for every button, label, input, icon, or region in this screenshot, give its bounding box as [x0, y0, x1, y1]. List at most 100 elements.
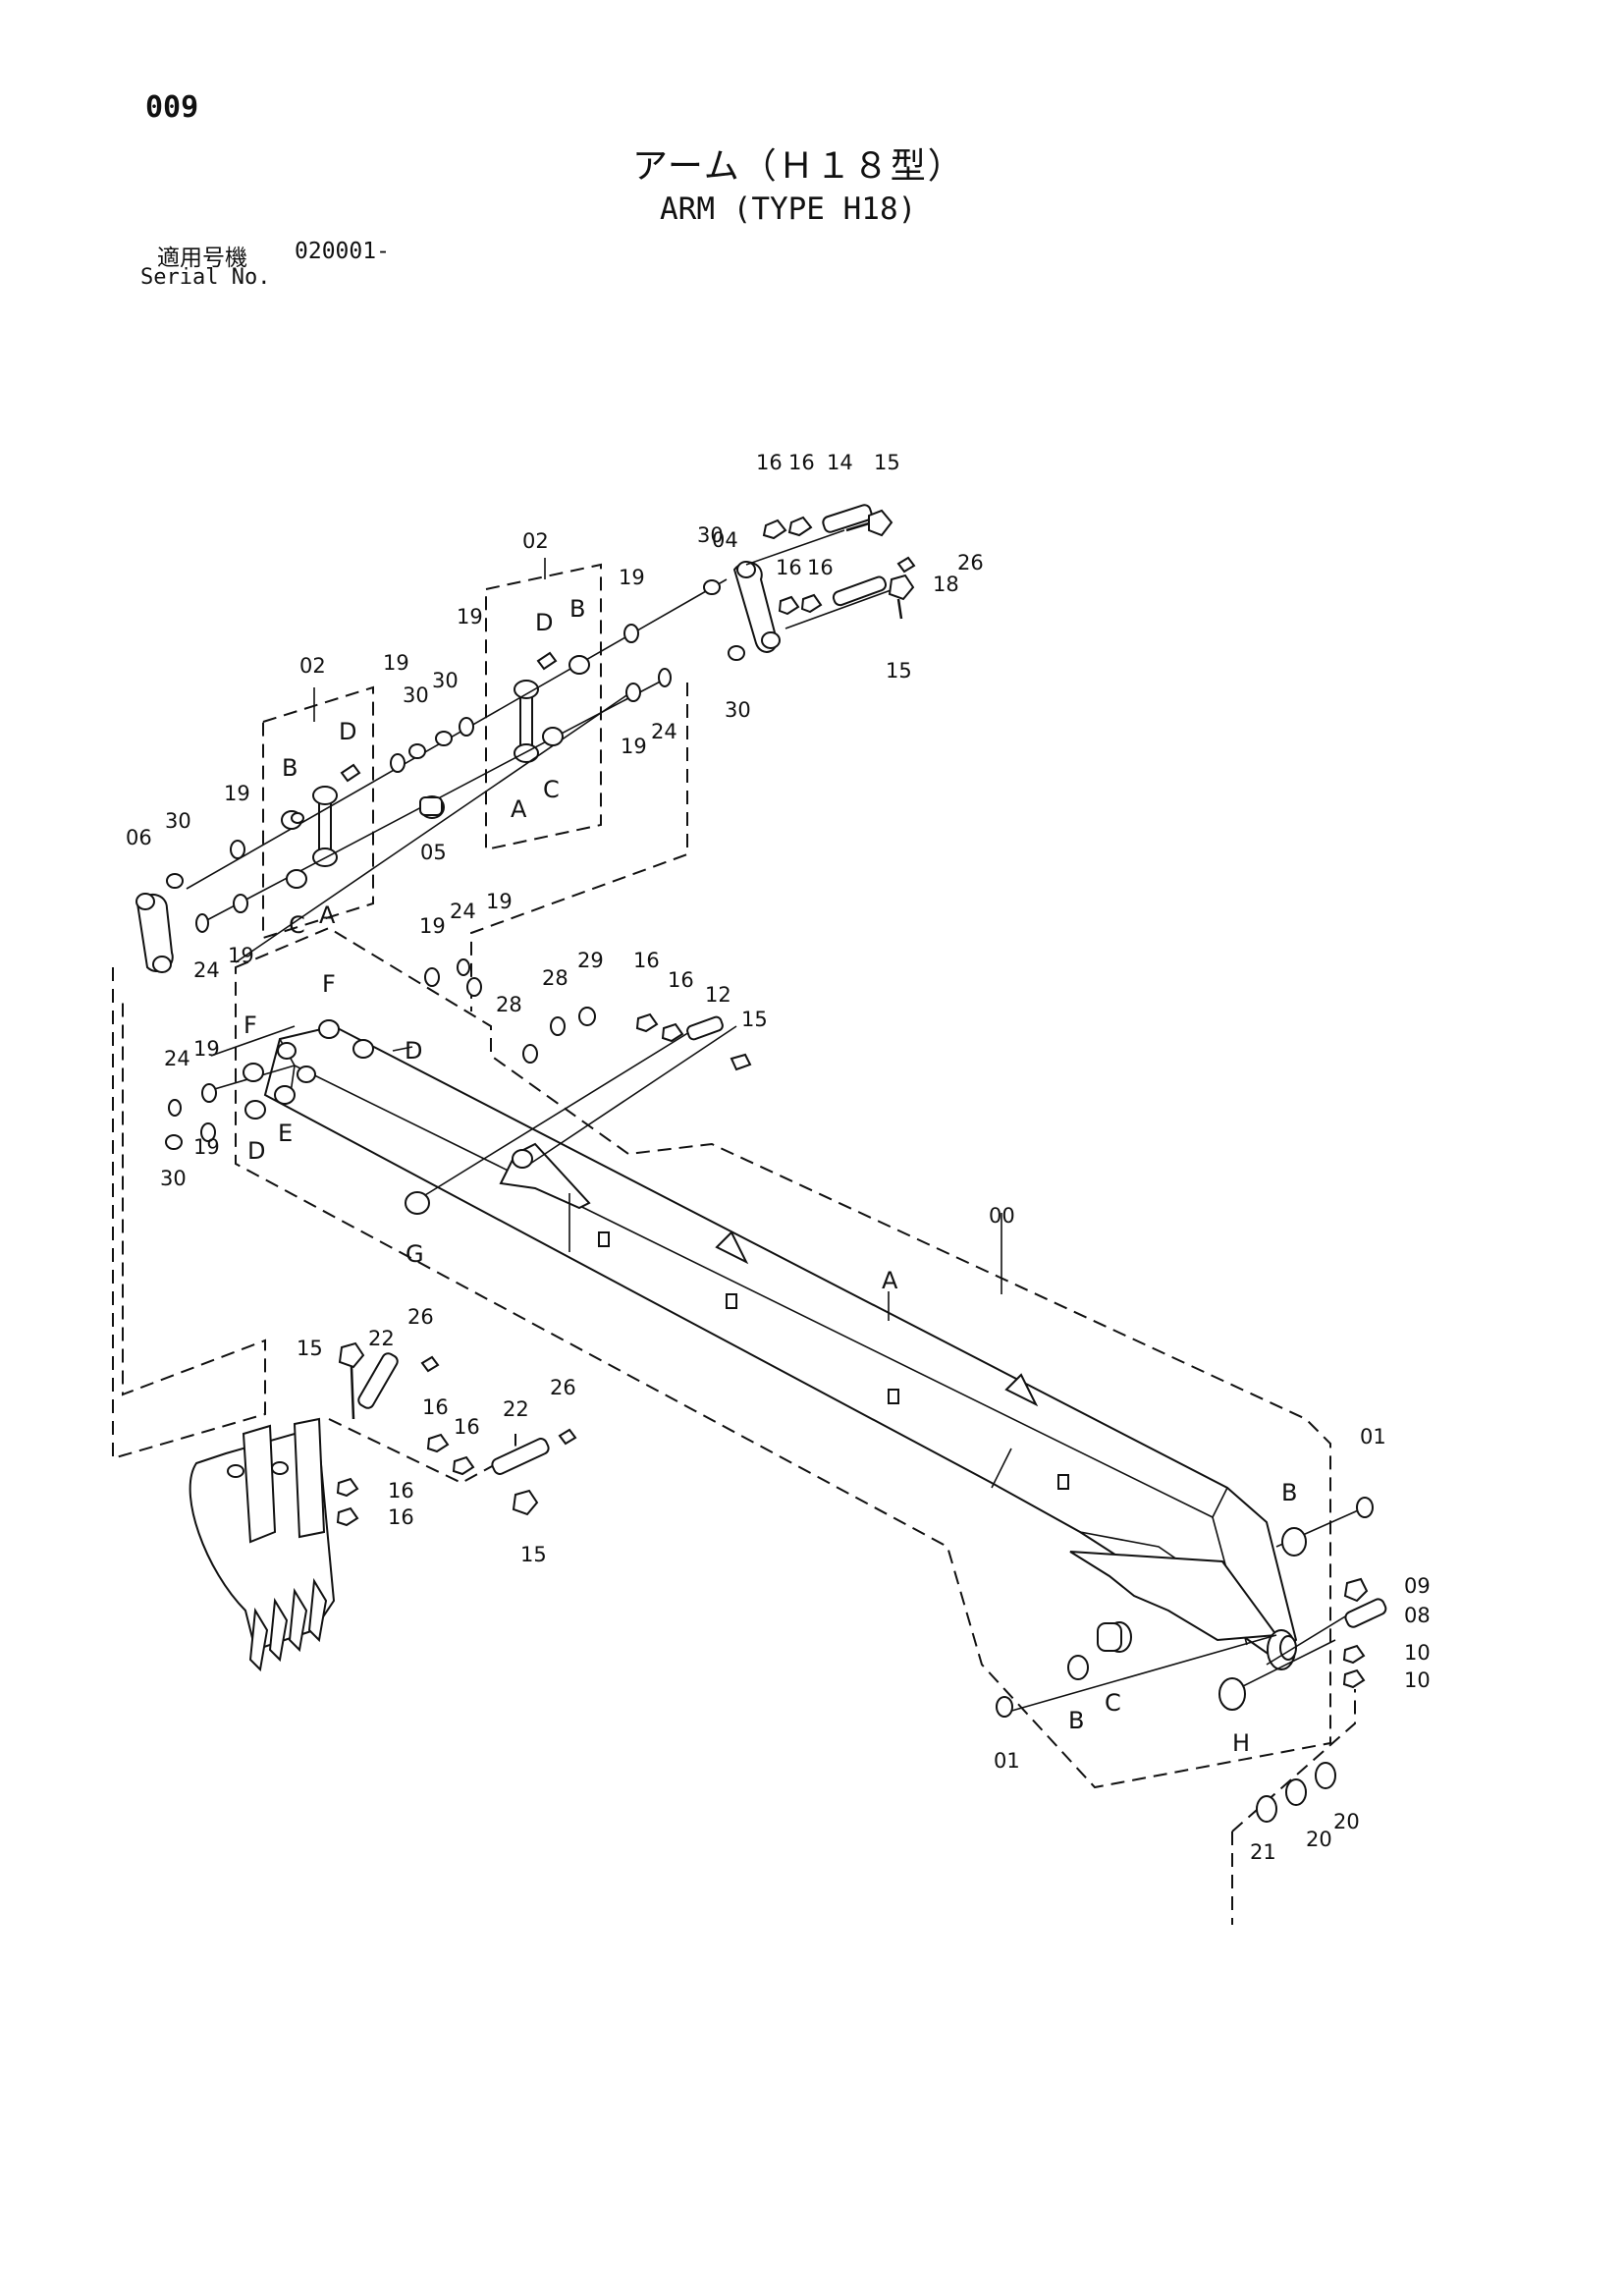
bushing-05: [419, 795, 445, 819]
callout-30-b: 30: [403, 683, 429, 707]
link-02-right: [514, 680, 539, 763]
washer-19-c: [390, 753, 406, 773]
washer-30-b: [408, 743, 426, 759]
callout-00: 00: [989, 1204, 1015, 1228]
group-02-right-boundary: [485, 563, 602, 851]
callout-19-c: 19: [383, 651, 409, 675]
bushing-f-top: [318, 1019, 340, 1039]
callout-15-top: 15: [874, 451, 900, 474]
nut-16-arm-a: [635, 1012, 659, 1033]
serial-number-value: 020001-: [295, 239, 390, 264]
label-D-right: D: [535, 609, 553, 636]
axis-g-pin: [411, 1020, 708, 1204]
washer-30-d: [703, 579, 721, 595]
pin-22-a: [357, 1352, 399, 1409]
callout-01-end: 01: [1360, 1425, 1386, 1449]
callout-22-a: 22: [368, 1327, 395, 1350]
label-D-left: D: [339, 718, 356, 745]
group-02-left-boundary: [262, 685, 374, 940]
callout-30-c: 30: [432, 669, 459, 692]
callout-16-mid-b: 16: [807, 556, 834, 579]
callout-16-top-a: 16: [756, 451, 783, 474]
callout-04: 04: [712, 528, 738, 552]
nut-10-b: [1342, 1668, 1366, 1689]
bolt-15-bracket-b: [512, 1489, 539, 1516]
callout-08: 08: [1404, 1604, 1431, 1627]
bushing-c-foot: [1097, 1621, 1132, 1653]
leader-D-top: [392, 1046, 413, 1052]
bushing-c-right: [542, 727, 564, 746]
label-F-top: F: [322, 970, 336, 998]
grease-26-top: [896, 556, 916, 574]
callout-19-g: 19: [419, 914, 446, 938]
grease-26-a: [420, 1355, 440, 1373]
label-C-right: C: [543, 776, 560, 803]
axis-foot-pin: [1001, 1634, 1277, 1715]
callout-16-top-b: 16: [788, 451, 815, 474]
callout-15-arm: 15: [741, 1008, 768, 1031]
washer-19-j: [200, 1122, 216, 1142]
callout-19-a: 19: [224, 782, 250, 805]
callout-16-mid-a: 16: [776, 556, 802, 579]
label-B-left: B: [282, 754, 298, 782]
washer-19-g: [424, 967, 440, 987]
callout-19-d: 19: [457, 605, 483, 629]
page-number: 009: [145, 90, 199, 125]
callout-30-f: 30: [160, 1167, 187, 1190]
washers-leader: [1231, 1689, 1356, 1832]
pin-24-b: [195, 913, 209, 933]
nut-16-bracket-a: [336, 1477, 359, 1498]
washer-19-f: [625, 683, 641, 702]
callout-22-b: 22: [503, 1397, 529, 1421]
axis-bracket-pin: [529, 1025, 737, 1165]
washer-30-f: [165, 1134, 183, 1150]
washer-19-e: [623, 624, 639, 643]
label-C-foot: C: [1105, 1689, 1121, 1717]
washer-19-h: [466, 977, 482, 997]
callout-15-bracket: 15: [297, 1337, 323, 1360]
bushing-g: [405, 1191, 430, 1215]
label-G: G: [406, 1240, 424, 1268]
label-B-foot: B: [1068, 1707, 1084, 1734]
bushing-b-left: [281, 810, 304, 830]
washer-28-a: [522, 1044, 538, 1064]
washer-24-c: [457, 958, 470, 976]
callout-19-e: 19: [619, 566, 645, 589]
callout-24-a: 24: [651, 720, 677, 743]
title-japanese: アーム（Ｈ１８型）: [632, 146, 965, 187]
callout-10-b: 10: [1404, 1668, 1431, 1692]
nut-16-mid-a: [778, 595, 800, 616]
callout-02-right: 02: [522, 529, 549, 553]
callout-30-a: 30: [165, 809, 191, 833]
callout-30-e: 30: [725, 698, 751, 722]
nut-10-a: [1342, 1644, 1366, 1665]
callout-24-d: 24: [164, 1047, 190, 1070]
pin-24-a: [658, 668, 672, 687]
pin-14: [822, 504, 873, 533]
link-pin-leader: [470, 683, 688, 1011]
group-00-boundary: [235, 926, 1331, 1789]
grease-fitting-d-right: [536, 651, 558, 671]
callout-20-a: 20: [1306, 1828, 1332, 1851]
pin-12: [686, 1015, 724, 1041]
nut-16-mid-b: [800, 593, 823, 614]
bolt-09: [1343, 1577, 1369, 1603]
bucket-link-leader: [112, 967, 266, 1460]
bucket: [189, 1417, 336, 1672]
nut-16-bracket-c: [426, 1433, 450, 1453]
callout-30-d: 30: [697, 523, 724, 547]
nut-16-top-a: [762, 519, 787, 540]
callout-19-j: 19: [193, 1135, 220, 1159]
label-H: H: [1232, 1729, 1250, 1757]
callout-26-b: 26: [550, 1376, 576, 1399]
grease-fitting-d-left: [340, 763, 361, 783]
callout-01-foot: 01: [994, 1749, 1020, 1773]
callout-16-arm-b: 16: [668, 968, 694, 992]
bracket-pins-leader: [328, 1418, 516, 1485]
callout-09: 09: [1404, 1574, 1431, 1598]
callout-12: 12: [705, 983, 731, 1007]
washer-19-d: [459, 717, 474, 737]
pin-22-b: [491, 1438, 550, 1475]
washer-01-end: [1356, 1497, 1374, 1518]
callout-26-top: 26: [957, 551, 984, 574]
